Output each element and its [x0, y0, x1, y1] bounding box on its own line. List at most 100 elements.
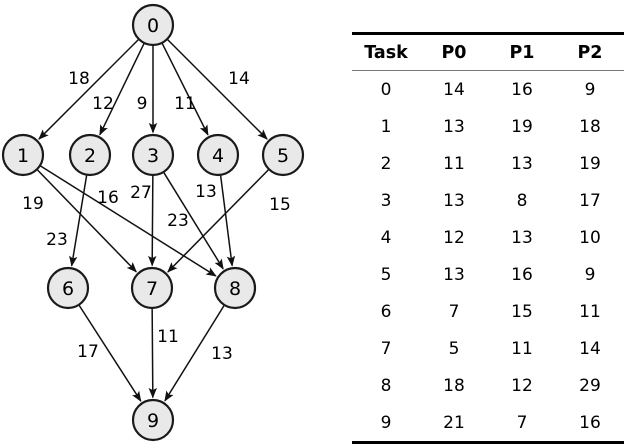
node-label-4: 4	[212, 145, 224, 167]
edge-0-to-2	[99, 43, 145, 136]
edge-0-to-4	[161, 43, 209, 136]
graph-node-9[interactable]: 9	[131, 398, 175, 442]
cell-task-id: 8	[380, 375, 392, 396]
column-header-p1: P1	[509, 42, 535, 63]
graph-node-0[interactable]: 0	[131, 3, 175, 47]
edge-weight-1-8: 16	[97, 188, 119, 208]
cell-task-id: 2	[380, 153, 392, 174]
table-row: 5 13 16 9	[352, 256, 624, 293]
node-circle-0[interactable]	[131, 3, 175, 47]
cell-cost-p0: 13	[443, 264, 465, 285]
cell-cost-p1: 8	[516, 190, 528, 211]
node-circle-2[interactable]	[68, 133, 112, 177]
graph-node-3[interactable]: 3	[131, 133, 175, 177]
node-circle-1[interactable]	[1, 133, 45, 177]
cell-task-id: 6	[380, 301, 392, 322]
cell-task-id: 1	[380, 116, 392, 137]
node-circle-4[interactable]	[196, 133, 240, 177]
cell-cost-p0: 21	[420, 404, 488, 444]
node-label-7: 7	[146, 278, 158, 300]
node-circle-5[interactable]	[261, 133, 305, 177]
edge-weight-1-7: 19	[22, 194, 44, 214]
node-circle-3[interactable]	[131, 133, 175, 177]
edge-weight-8-9: 13	[211, 344, 233, 364]
table-row: 8 18 12 29	[352, 367, 624, 404]
cell-cost-p2: 19	[579, 153, 601, 174]
graph-node-6[interactable]: 6	[46, 266, 90, 310]
edge-weight-3-7: 27	[130, 183, 152, 203]
cell-cost-p2: 11	[579, 301, 601, 322]
cell-cost-p0: 13	[443, 190, 465, 211]
cell-cost-p0: 18	[443, 375, 465, 396]
cell-cost-p0: 14	[443, 79, 465, 100]
node-label-3: 3	[147, 145, 159, 167]
edge-2-to-6	[69, 175, 88, 267]
node-circle-7[interactable]	[130, 266, 174, 310]
edge-0-to-1	[38, 38, 140, 140]
cell-cost-p1: 7	[488, 404, 556, 444]
node-label-6: 6	[62, 278, 74, 300]
edge-6-to-9	[78, 304, 142, 402]
cell-task-id: 0	[380, 79, 392, 100]
graph-node-5[interactable]: 5	[261, 133, 305, 177]
cell-cost-p1: 11	[511, 338, 533, 359]
column-header-p2: P2	[577, 42, 603, 63]
table-row: 7 5 11 14	[352, 330, 624, 367]
edge-weight-0-1: 18	[68, 69, 90, 89]
cell-cost-p2: 10	[579, 227, 601, 248]
graph-node-2[interactable]: 2	[68, 133, 112, 177]
cell-cost-p1: 16	[511, 79, 533, 100]
cell-task-id: 5	[380, 264, 392, 285]
edge-weight-0-5: 14	[228, 69, 250, 89]
node-label-8: 8	[229, 278, 241, 300]
graph-node-1[interactable]: 1	[1, 133, 45, 177]
graph-node-8[interactable]: 8	[213, 266, 257, 310]
cell-cost-p2: 16	[556, 404, 624, 444]
edge-5-to-7	[167, 169, 270, 273]
graph-node-7[interactable]: 7	[130, 266, 174, 310]
edge-weight-0-3: 9	[137, 94, 148, 114]
graph-node-4[interactable]: 4	[196, 133, 240, 177]
cell-cost-p2: 14	[579, 338, 601, 359]
node-circle-6[interactable]	[46, 266, 90, 310]
cell-task-id: 4	[380, 227, 392, 248]
cell-cost-p1: 16	[511, 264, 533, 285]
edge-weight-3-8: 23	[167, 211, 189, 231]
cell-cost-p1: 12	[511, 375, 533, 396]
node-label-5: 5	[277, 145, 289, 167]
node-label-2: 2	[84, 145, 96, 167]
edge-1-to-8	[39, 165, 217, 277]
cell-cost-p0: 13	[443, 116, 465, 137]
edge-weight-2-6: 23	[46, 230, 68, 250]
edge-8-to-9	[164, 305, 225, 402]
cell-cost-p0: 11	[443, 153, 465, 174]
edge-4-to-8	[219, 175, 236, 267]
cell-cost-p0: 5	[448, 338, 460, 359]
node-circle-8[interactable]	[213, 266, 257, 310]
cell-cost-p2: 18	[579, 116, 601, 137]
cell-cost-p1: 13	[511, 227, 533, 248]
cell-cost-p2: 9	[584, 264, 596, 285]
node-label-9: 9	[147, 410, 159, 432]
node-label-1: 1	[17, 145, 29, 167]
edge-weight-4-8: 13	[195, 182, 217, 202]
cell-cost-p2: 29	[579, 375, 601, 396]
table-head: Task P0 P1 P2	[352, 33, 624, 71]
cell-cost-p0: 7	[448, 301, 460, 322]
cell-task-id: 7	[380, 338, 392, 359]
cell-cost-p2: 17	[579, 190, 601, 211]
edge-layer	[36, 38, 270, 402]
edge-3-to-8	[163, 172, 224, 270]
edge-weight-0-2: 12	[92, 94, 114, 114]
edge-weight-6-9: 17	[77, 342, 99, 362]
node-circle-9[interactable]	[131, 398, 175, 442]
